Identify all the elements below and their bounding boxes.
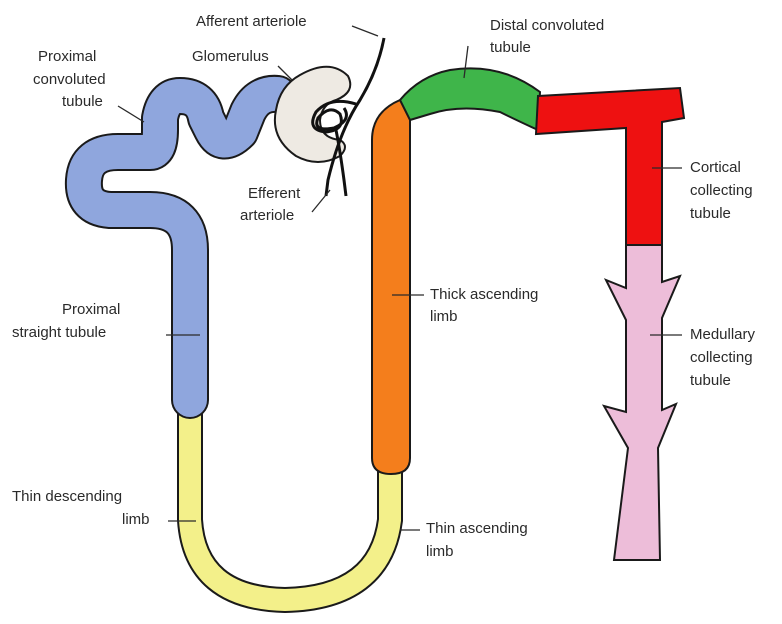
efferent-arteriole-line — [334, 129, 348, 197]
label-pst-line2: straight tubule — [12, 324, 107, 341]
label-thin-asc-line2: limb — [426, 543, 454, 560]
label-thick-line2: limb — [430, 308, 458, 325]
label-efferent-line2: arteriole — [240, 207, 295, 224]
leader-pct — [117, 105, 145, 123]
label-glomerulus: Glomerulus — [192, 48, 269, 65]
label-cortical-line2: collecting — [690, 182, 753, 199]
label-medullary-line2: collecting — [690, 349, 753, 366]
leader-lines — [117, 25, 682, 531]
afferent-arteriole-line — [324, 37, 386, 197]
label-cortical-line3: tubule — [690, 205, 731, 222]
label-thin-desc-line1: Thin descending — [12, 488, 123, 505]
leader-afferent — [351, 25, 379, 37]
label-efferent-line1: Efferent — [248, 185, 301, 202]
label-medullary-line3: tubule — [690, 372, 731, 389]
label-pst-line1: Proximal — [62, 301, 121, 318]
label-dct-line1: Distal convoluted — [490, 17, 605, 34]
label-afferent-arteriole: Afferent arteriole — [196, 13, 307, 30]
leader-efferent — [311, 189, 331, 213]
medullary-collecting-tubule — [601, 244, 682, 561]
capillary-tuft — [311, 99, 357, 134]
label-thick-line1: Thick ascending — [430, 286, 539, 303]
leader-glomerulus — [277, 65, 293, 81]
label-thin-desc-line2: limb — [122, 511, 150, 528]
proximal-tubule-fill — [66, 76, 295, 417]
cortical-collecting-tubule — [534, 86, 686, 246]
label-thin-asc-line1: Thin ascending — [426, 520, 528, 537]
label-pct-line2: convoluted — [33, 71, 106, 88]
thin-limb-loop-fill — [179, 394, 401, 612]
label-dct-line2: tubule — [490, 39, 531, 56]
label-pct-line1: Proximal — [38, 48, 97, 65]
label-pct-line3: tubule — [62, 93, 103, 110]
thick-ascending-limb — [371, 98, 431, 476]
leader-dct — [463, 45, 469, 79]
label-cortical-line1: Cortical — [690, 159, 741, 176]
label-medullary-line1: Medullary — [690, 326, 756, 343]
distal-tubule — [398, 67, 542, 132]
